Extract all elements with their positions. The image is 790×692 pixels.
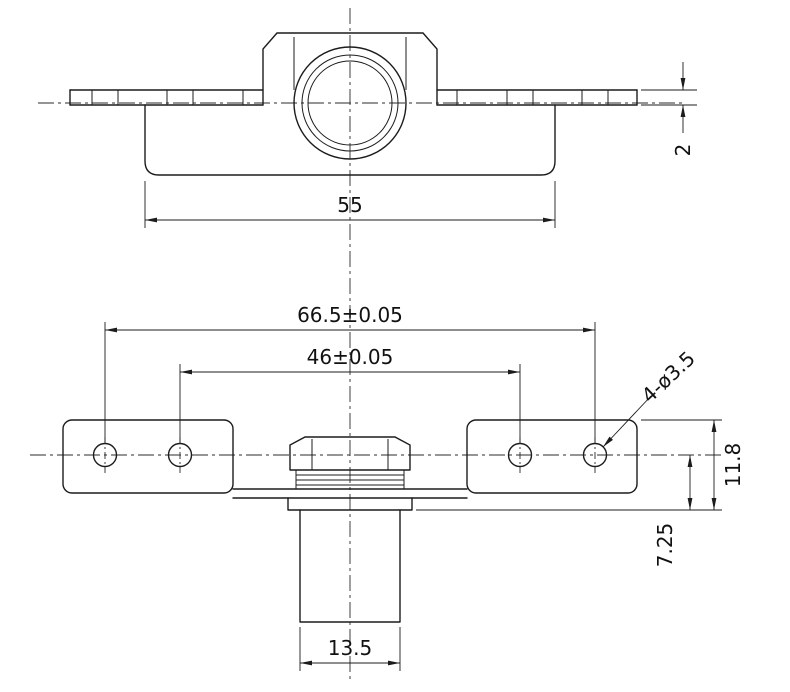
boss-outline [262,32,438,106]
bore-circle [307,60,393,146]
center-boss [289,436,411,489]
plate-edge [232,488,468,499]
hole-centerlines [104,437,596,473]
thread-lines [295,470,405,489]
hex-flat-edges [293,37,407,90]
nut-outer-circle [293,46,407,160]
hole-callout: 4-ø3.5 [602,346,700,448]
nut-middle-circle [301,54,399,152]
dim-stem-width-text: 13.5 [328,636,373,660]
dim-overall-height: 11.8 [416,419,745,511]
washer-step [287,497,413,511]
dim-boss-height: 7.25 [653,455,693,568]
flange-hole-edges [91,90,609,105]
dim-inner-hole-spacing: 46±0.05 [179,345,521,444]
dim-outer-hole-spacing-text: 66.5±0.05 [297,303,403,327]
body-outline [144,104,556,176]
stem-outline [299,509,401,623]
flange-outline [69,89,638,106]
dim-outer-hole-spacing: 66.5±0.05 [104,303,596,444]
dim-stem-width: 13.5 [299,627,401,671]
dim-boss-height-text: 7.25 [653,523,677,568]
plan-view: 66.5±0.05 46±0.05 4-ø3.5 11.8 7.25 [30,303,745,671]
front-view: 2 55 [38,32,697,228]
dim-flange-thickness-text: 2 [671,144,695,157]
dim-overall-height-text: 11.8 [721,443,745,488]
dim-body-width-text: 55 [337,193,362,217]
right-bracket-outline [466,419,638,494]
left-bracket-outline [62,419,234,494]
hole-callout-text: 4-ø3.5 [637,346,700,407]
dim-inner-hole-spacing-text: 46±0.05 [307,345,394,369]
dim-flange-thickness: 2 [641,62,697,156]
dim-body-width: 55 [144,181,556,228]
